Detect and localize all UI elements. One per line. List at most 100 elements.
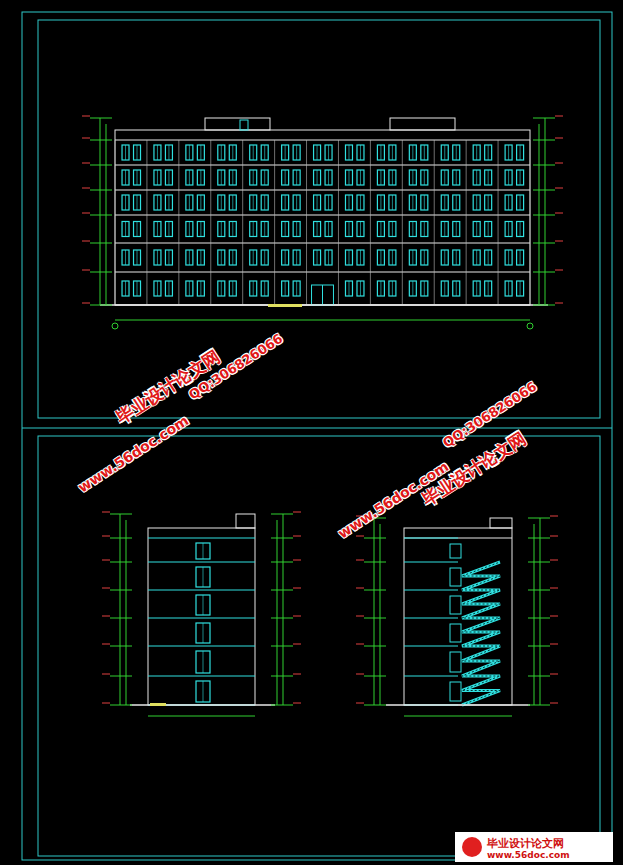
window-bar [444,170,445,185]
window-bar [157,222,158,237]
window-bar [360,250,361,265]
window [134,250,141,265]
window [421,195,428,210]
level-tick [533,305,555,306]
entrance-door [312,285,334,305]
window [389,250,396,265]
window-bar [348,222,349,237]
window [218,281,225,296]
window [485,195,492,210]
window-bar [232,145,233,160]
pilaster [530,140,531,305]
window [122,145,129,160]
window [325,250,332,265]
level-tick [364,538,386,539]
level-tick [271,562,293,563]
roof-box [390,118,455,130]
ground-line [386,704,530,706]
window-bar [203,681,204,702]
window [154,170,161,185]
window-bar [328,195,329,210]
level-tick [528,646,550,647]
window [197,281,204,296]
window [441,170,448,185]
window [196,681,210,702]
window [197,170,204,185]
window-bar [520,222,521,237]
window [357,195,364,210]
level-tick [533,190,555,191]
level-tick [364,590,386,591]
level-tick [90,118,112,119]
window [293,170,300,185]
building-outline [404,528,512,705]
window [473,281,480,296]
window [450,624,461,642]
level-tick [533,243,555,244]
window [250,222,257,237]
window-bar [221,222,222,237]
window [485,222,492,237]
window [345,145,352,160]
window [134,145,141,160]
window-bar [168,281,169,296]
window-bar [520,195,521,210]
window [282,281,289,296]
window [485,170,492,185]
window-bar [200,250,201,265]
window-bar [221,195,222,210]
window-bar [253,250,254,265]
window [229,222,236,237]
level-tick [364,676,386,677]
window-bar [264,250,265,265]
window [261,195,268,210]
window-bar [203,623,204,643]
window-bar [168,222,169,237]
level-tick [271,646,293,647]
window-bar [157,145,158,160]
window-bar [328,170,329,185]
window-bar [508,222,509,237]
window [517,195,524,210]
level-mark [82,213,90,214]
window-bar [520,170,521,185]
door-split [322,285,323,305]
window [325,195,332,210]
window [421,281,428,296]
level-mark [293,644,301,645]
window [261,281,268,296]
window-bar [508,145,509,160]
pilaster [242,140,243,305]
level-tick [364,646,386,647]
roof-box [236,514,255,528]
window-bar [476,195,477,210]
level-tick [110,590,132,591]
window-bar [168,250,169,265]
window-bar [328,222,329,237]
level-mark [82,163,90,164]
window [377,145,384,160]
window-bar [392,222,393,237]
window [473,195,480,210]
floor-line [115,140,530,141]
window [441,145,448,160]
window-bar [296,145,297,160]
level-mark [293,512,301,513]
level-mark [550,536,558,537]
pilaster [115,140,116,305]
window [473,222,480,237]
window [389,222,396,237]
window-bar [253,145,254,160]
window [165,250,172,265]
level-tick [110,676,132,677]
window-bar [476,145,477,160]
level-tick [110,562,132,563]
roof-box [205,118,270,130]
window [186,250,193,265]
floor-line [148,590,255,591]
window-bar [157,281,158,296]
pilaster [498,140,499,305]
window-bar [317,145,318,160]
window [345,250,352,265]
pilaster [338,140,339,305]
